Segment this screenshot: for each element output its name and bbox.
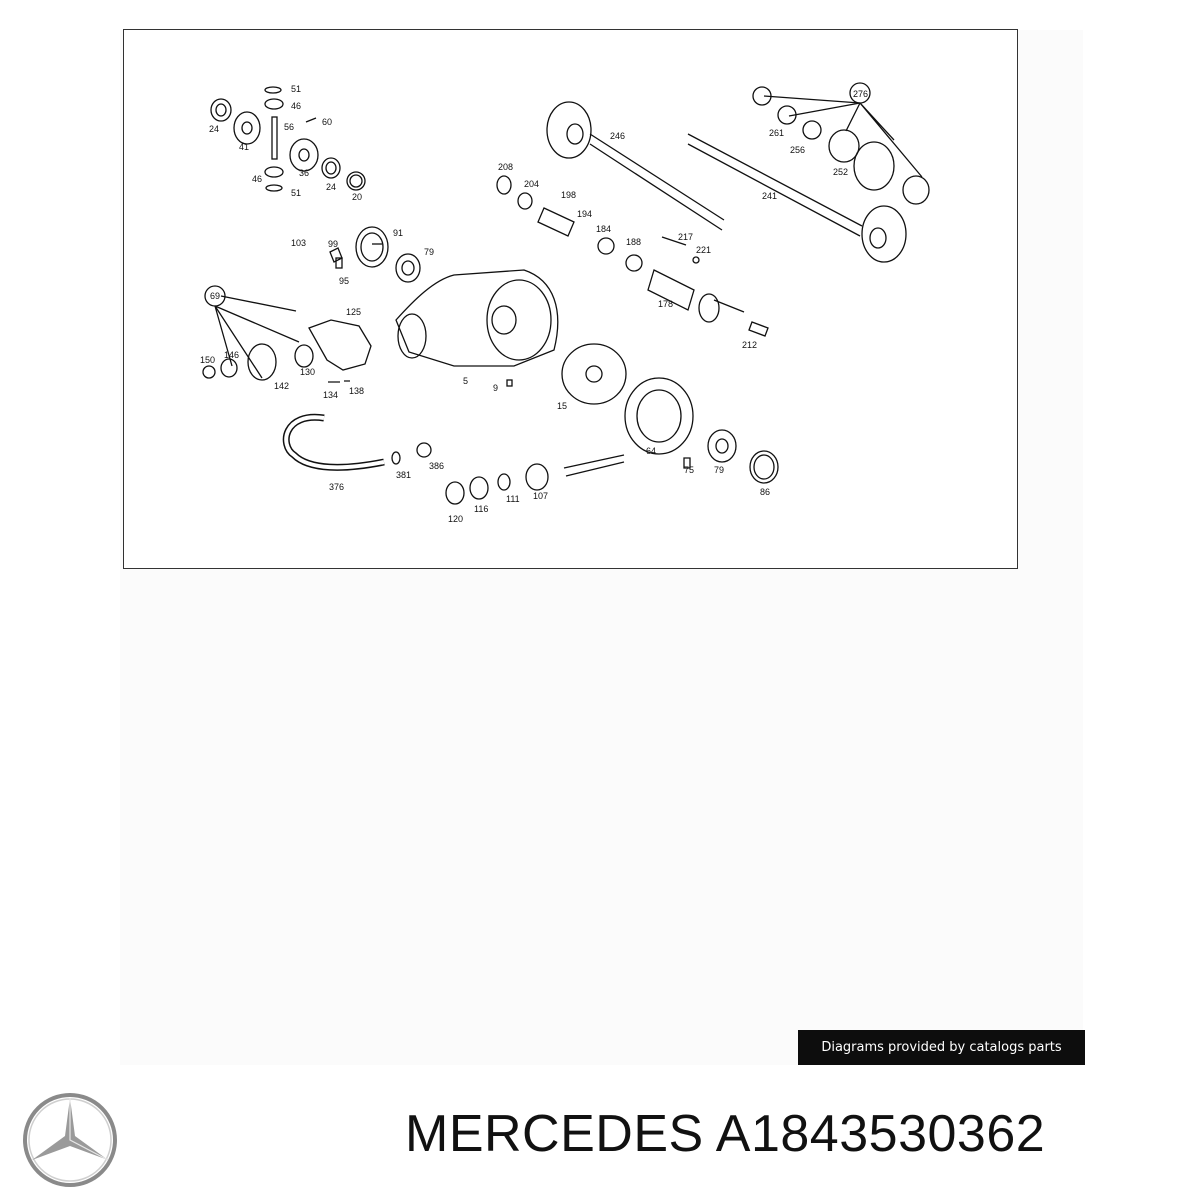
callout-69: 69	[210, 291, 220, 301]
callout-99: 99	[328, 239, 338, 249]
flange-cluster	[202, 285, 372, 383]
callout-24: 24	[326, 182, 336, 192]
callout-75: 75	[684, 465, 694, 475]
callout-125: 125	[346, 307, 361, 317]
exploded-parts-diagram: 51 46 24 56 60 41 36 46 24 51 20 246 276…	[123, 29, 1018, 569]
callout-376: 376	[329, 482, 344, 492]
pinion-sleeve	[647, 269, 769, 337]
callout-103: 103	[291, 238, 306, 248]
callout-24: 24	[209, 124, 219, 134]
callout-381: 381	[396, 470, 411, 480]
callout-252: 252	[833, 167, 848, 177]
callout-146: 146	[224, 350, 239, 360]
callout-64: 64	[646, 446, 656, 456]
callout-120: 120	[448, 514, 463, 524]
callout-256: 256	[790, 145, 805, 155]
callout-116: 116	[474, 504, 488, 514]
credit-badge: Diagrams provided by catalogs parts	[798, 1030, 1085, 1065]
callout-46: 46	[252, 174, 262, 184]
axle-shafts	[546, 82, 930, 263]
callout-184: 184	[596, 224, 611, 234]
callout-51: 51	[291, 84, 301, 94]
callout-221: 221	[696, 245, 711, 255]
callout-56: 56	[284, 122, 294, 132]
breather-pipe-and-bearings	[282, 413, 549, 505]
callout-212: 212	[742, 340, 757, 350]
callout-194: 194	[577, 209, 592, 219]
callout-107: 107	[533, 491, 548, 501]
callout-5: 5	[463, 376, 468, 386]
callout-79: 79	[424, 247, 434, 257]
callout-142: 142	[274, 381, 289, 391]
callout-41: 41	[239, 142, 249, 152]
carrier-and-ring-gear	[561, 343, 779, 484]
callout-labels: 51 46 24 56 60 41 36 46 24 51 20 246 276…	[200, 84, 868, 524]
callout-9: 9	[493, 383, 498, 393]
differential-small-parts	[210, 86, 366, 192]
callout-95: 95	[339, 276, 349, 286]
callout-178: 178	[658, 299, 673, 309]
callout-138: 138	[349, 386, 364, 396]
callout-217: 217	[678, 232, 693, 242]
callout-150: 150	[200, 355, 215, 365]
callout-86: 86	[760, 487, 770, 497]
callout-130: 130	[300, 367, 315, 377]
callout-51: 51	[291, 188, 301, 198]
callout-111: 111	[506, 494, 520, 504]
callout-198: 198	[561, 190, 576, 200]
axle-housing	[395, 269, 559, 387]
callout-36: 36	[299, 168, 309, 178]
callout-261: 261	[769, 128, 784, 138]
callout-204: 204	[524, 179, 539, 189]
callout-386: 386	[429, 461, 444, 471]
callout-60: 60	[322, 117, 332, 127]
middle-small-parts	[329, 175, 700, 283]
part-title: MERCEDES A1843530362	[405, 1105, 1046, 1163]
callout-15: 15	[557, 401, 567, 411]
callout-79: 79	[714, 465, 724, 475]
callout-208: 208	[498, 162, 513, 172]
callout-241: 241	[762, 191, 777, 201]
callout-20: 20	[352, 192, 362, 202]
callout-46: 46	[291, 101, 301, 111]
callout-276: 276	[853, 89, 868, 99]
callout-134: 134	[323, 390, 338, 400]
callout-246: 246	[610, 131, 625, 141]
callout-188: 188	[626, 237, 641, 247]
callout-91: 91	[393, 228, 403, 238]
mercedes-star-icon	[20, 1090, 120, 1195]
